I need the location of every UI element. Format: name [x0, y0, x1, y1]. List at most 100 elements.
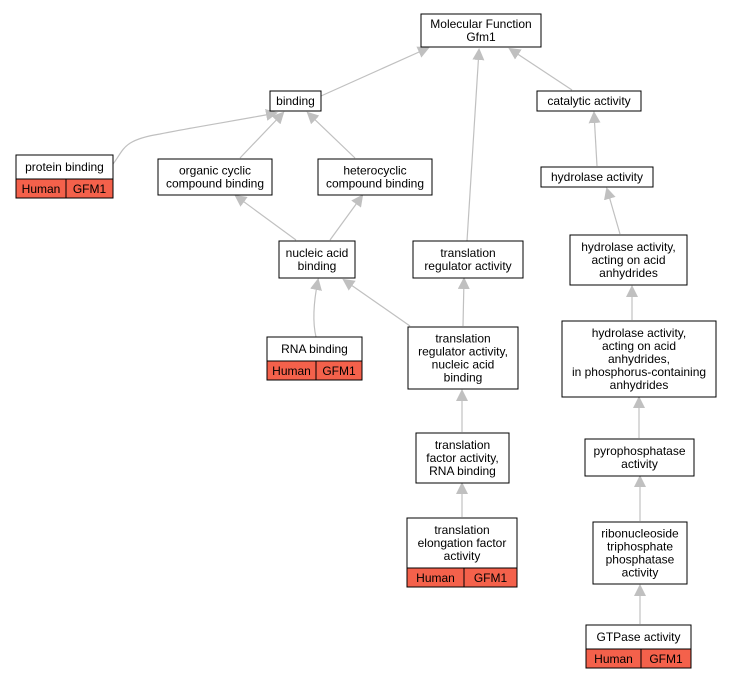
node-label-line: acting on acid: [602, 339, 676, 353]
node-label-line: protein binding: [25, 160, 104, 174]
edge-hydrolase-activity-to-catalytic-activity: [588, 111, 601, 167]
node-label-line: compound binding: [326, 177, 424, 191]
node-label-line: activity: [621, 457, 658, 471]
annotation-species: Human: [22, 182, 61, 196]
node-label-line: acting on acid: [591, 253, 665, 267]
edge-binding-to-molecular-function: [320, 46, 430, 97]
node-label-line: hydrolase activity: [551, 170, 643, 184]
node-hydrolase-acid-anhydrides[interactable]: hydrolase activity,acting on acidanhydri…: [569, 234, 688, 286]
node-box: [420, 13, 542, 48]
node-label-line: GTPase activity: [596, 630, 680, 644]
node-label-line: anhydrides: [610, 378, 669, 392]
node-label-line: catalytic activity: [547, 94, 630, 108]
node-box: [317, 158, 433, 196]
annotation-strip: [585, 648, 692, 669]
node-label-line: triphosphate: [607, 540, 673, 554]
edge-nucleic-acid-binding-to-heterocyclic: [329, 194, 364, 241]
node-box: [540, 166, 654, 188]
node-box: [561, 320, 717, 398]
annotation-strip: [406, 567, 518, 588]
node-label-line: in phosphorus-containing: [572, 365, 706, 379]
node-box: [415, 432, 510, 484]
node-label-line: ribonucleoside: [601, 527, 679, 541]
annotation-gene[interactable]: GFM1: [73, 182, 107, 196]
node-label-line: nucleic acid: [432, 358, 495, 372]
node-label-line: regulator activity,: [418, 345, 508, 359]
node-box: [407, 326, 519, 390]
node-box: [412, 240, 524, 279]
edge-catalytic-activity-to-molecular-function: [508, 47, 573, 91]
node-box: [536, 90, 642, 112]
node-label-line: compound binding: [166, 177, 264, 191]
annotation-species: Human: [594, 652, 633, 666]
node-label-line: RNA binding: [281, 342, 348, 356]
node-box: [592, 521, 688, 585]
node-label-line: binding: [276, 94, 315, 108]
edge-translation-regulator-nucleic-to-nucleic-acid-binding: [342, 278, 411, 327]
node-label-line: binding: [298, 259, 337, 273]
node-label-line: RNA binding: [429, 464, 496, 478]
annotation-gene[interactable]: GFM1: [322, 364, 356, 378]
node-label-line: anhydrides: [599, 266, 658, 280]
edge-translation-regulator-to-molecular-function: [466, 48, 485, 242]
node-label-line: translation: [440, 246, 495, 260]
node-box: [157, 158, 273, 196]
node-box: [269, 90, 322, 112]
node-hydrolase-activity[interactable]: hydrolase activity: [540, 166, 654, 188]
node-label-line: hydrolase activity,: [581, 240, 675, 254]
node-label-line: pyrophosphatase: [593, 444, 685, 458]
node-label-line: factor activity,: [426, 451, 498, 465]
node-label-line: activity: [444, 549, 481, 563]
edges-layer: [112, 46, 646, 624]
edge-heterocyclic-to-binding: [306, 111, 356, 159]
edge-hydrolase-acid-anhydrides-to-hydrolase-activity: [604, 187, 621, 235]
node-box: [278, 240, 356, 279]
node-ribonucleoside[interactable]: ribonucleosidetriphosphatephosphataseact…: [592, 521, 688, 585]
edge-translation-regulator-nucleic-to-translation-regulator: [457, 277, 470, 327]
node-label-line: anhydrides,: [608, 352, 670, 366]
node-label-line: nucleic acid: [286, 246, 349, 260]
annotation-gene[interactable]: GFM1: [474, 571, 508, 585]
edge-protein-binding-to-binding: [112, 109, 278, 165]
node-label-line: regulator activity: [424, 259, 511, 273]
annotation-species: Human: [416, 571, 455, 585]
node-label-line: elongation factor: [418, 536, 507, 550]
node-label-line: phosphatase: [606, 553, 675, 567]
node-hydrolase-phosphorus[interactable]: hydrolase activity,acting on acidanhydri…: [561, 320, 717, 398]
node-box: [584, 438, 695, 477]
node-label-line: translation: [435, 438, 490, 452]
node-label-line: heterocyclic: [343, 164, 406, 178]
annotation-species: Human: [272, 364, 311, 378]
node-box: [569, 234, 688, 286]
node-label-line: translation: [435, 332, 490, 346]
edge-nucleic-acid-binding-to-organic-cyclic: [234, 194, 297, 241]
node-catalytic-activity[interactable]: catalytic activity: [536, 90, 642, 112]
node-binding[interactable]: binding: [269, 90, 322, 112]
node-box: [406, 517, 518, 569]
node-label-line: Gfm1: [466, 30, 496, 44]
annotation-gene[interactable]: GFM1: [649, 652, 683, 666]
annotation-strip: [266, 360, 363, 381]
node-label-line: Molecular Function: [430, 17, 531, 31]
node-label-line: translation: [434, 523, 489, 537]
node-box: [15, 154, 114, 180]
edge-organic-cyclic-to-binding: [239, 111, 285, 159]
node-label-line: organic cyclic: [179, 164, 251, 178]
node-label-line: activity: [622, 566, 659, 580]
node-label-line: hydrolase activity,: [592, 326, 686, 340]
edge-rna-binding-to-nucleic-acid-binding: [310, 278, 322, 338]
